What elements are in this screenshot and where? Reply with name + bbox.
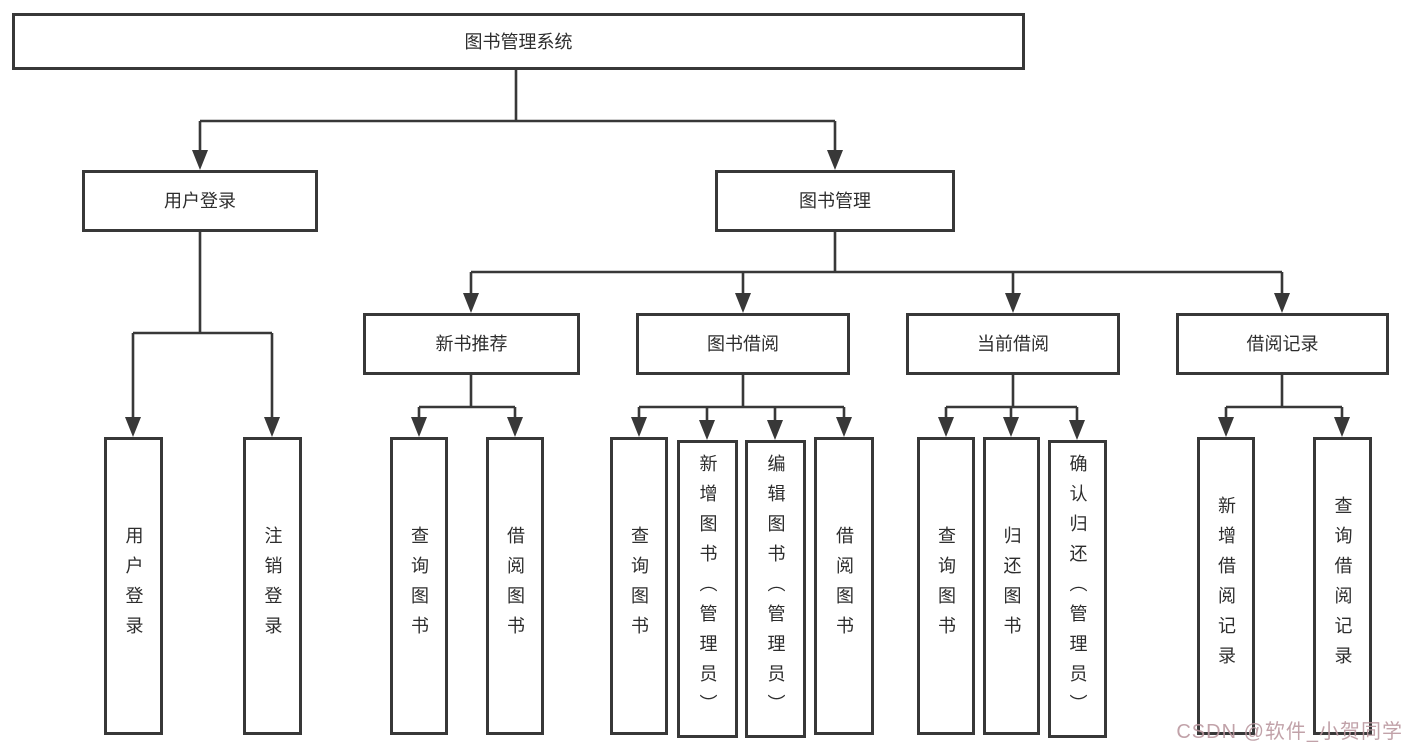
arrow-down-icon <box>1218 417 1234 437</box>
leaf-edit-books-admin-label: 编辑图书（管理员） <box>765 454 786 724</box>
leaf-add-borrow-record-label: 新增借阅记录 <box>1216 496 1236 676</box>
node-book-borrow-label: 图书借阅 <box>707 334 779 354</box>
leaf-add-books-admin: 新增图书（管理员） <box>677 440 738 738</box>
node-root: 图书管理系统 <box>12 13 1025 70</box>
node-root-label: 图书管理系统 <box>464 31 573 52</box>
leaf-user-login-label: 用户登录 <box>123 526 144 646</box>
node-book-borrow: 图书借阅 <box>636 313 850 375</box>
leaf-logout-label: 注销登录 <box>262 526 283 646</box>
node-current-borrow: 当前借阅 <box>906 313 1120 375</box>
leaf-borrow-books-1-label: 借阅图书 <box>505 526 525 646</box>
node-user-login-label: 用户登录 <box>164 191 236 211</box>
arrow-down-icon <box>411 417 427 437</box>
leaf-add-books-admin-label: 新增图书（管理员） <box>697 454 718 724</box>
leaf-borrow-books-2: 借阅图书 <box>814 437 874 735</box>
leaf-query-books-1-label: 查询图书 <box>409 526 429 646</box>
arrow-down-icon <box>1274 293 1290 313</box>
leaf-confirm-return-admin-label: 确认归还（管理员） <box>1067 454 1088 724</box>
connector-lines <box>131 70 1344 432</box>
leaf-query-borrow-record: 查询借阅记录 <box>1313 437 1372 735</box>
leaf-user-login: 用户登录 <box>104 437 163 735</box>
arrow-down-icon <box>1334 417 1350 437</box>
leaf-confirm-return-admin: 确认归还（管理员） <box>1048 440 1107 738</box>
leaf-query-books-2-label: 查询图书 <box>629 526 649 646</box>
arrow-down-icon <box>836 417 852 437</box>
node-book-mgmt: 图书管理 <box>715 170 955 232</box>
leaf-query-borrow-record-label: 查询借阅记录 <box>1332 496 1353 676</box>
leaf-query-books-1: 查询图书 <box>390 437 448 735</box>
leaf-borrow-books-1: 借阅图书 <box>486 437 544 735</box>
arrow-down-icon <box>1003 417 1019 437</box>
node-new-books-label: 新书推荐 <box>435 334 508 354</box>
arrow-down-icon <box>1069 420 1085 440</box>
node-current-borrow-label: 当前借阅 <box>977 334 1049 354</box>
arrow-down-icon <box>938 417 954 437</box>
arrow-down-icon <box>699 420 715 440</box>
leaf-borrow-books-2-label: 借阅图书 <box>834 526 854 646</box>
arrow-down-icon <box>264 417 280 437</box>
node-borrow-records: 借阅记录 <box>1176 313 1389 375</box>
leaf-query-books-3-label: 查询图书 <box>936 526 956 646</box>
leaf-edit-books-admin: 编辑图书（管理员） <box>745 440 806 738</box>
leaf-query-books-3: 查询图书 <box>917 437 975 735</box>
leaf-logout: 注销登录 <box>243 437 302 735</box>
node-borrow-records-label: 借阅记录 <box>1246 334 1319 354</box>
arrowheads <box>125 150 1350 440</box>
arrow-down-icon <box>463 293 479 313</box>
arrow-down-icon <box>1005 293 1021 313</box>
node-new-books: 新书推荐 <box>363 313 580 375</box>
node-user-login: 用户登录 <box>82 170 318 232</box>
arrow-down-icon <box>192 150 208 170</box>
leaf-add-borrow-record: 新增借阅记录 <box>1197 437 1255 735</box>
arrow-down-icon <box>631 417 647 437</box>
arrow-down-icon <box>767 420 783 440</box>
arrow-down-icon <box>125 417 141 437</box>
arrow-down-icon <box>507 417 523 437</box>
leaf-return-books: 归还图书 <box>983 437 1040 735</box>
leaf-return-books-label: 归还图书 <box>1001 526 1022 646</box>
arrow-down-icon <box>735 293 751 313</box>
leaf-query-books-2: 查询图书 <box>610 437 668 735</box>
arrow-down-icon <box>827 150 843 170</box>
node-book-mgmt-label: 图书管理 <box>799 191 871 211</box>
